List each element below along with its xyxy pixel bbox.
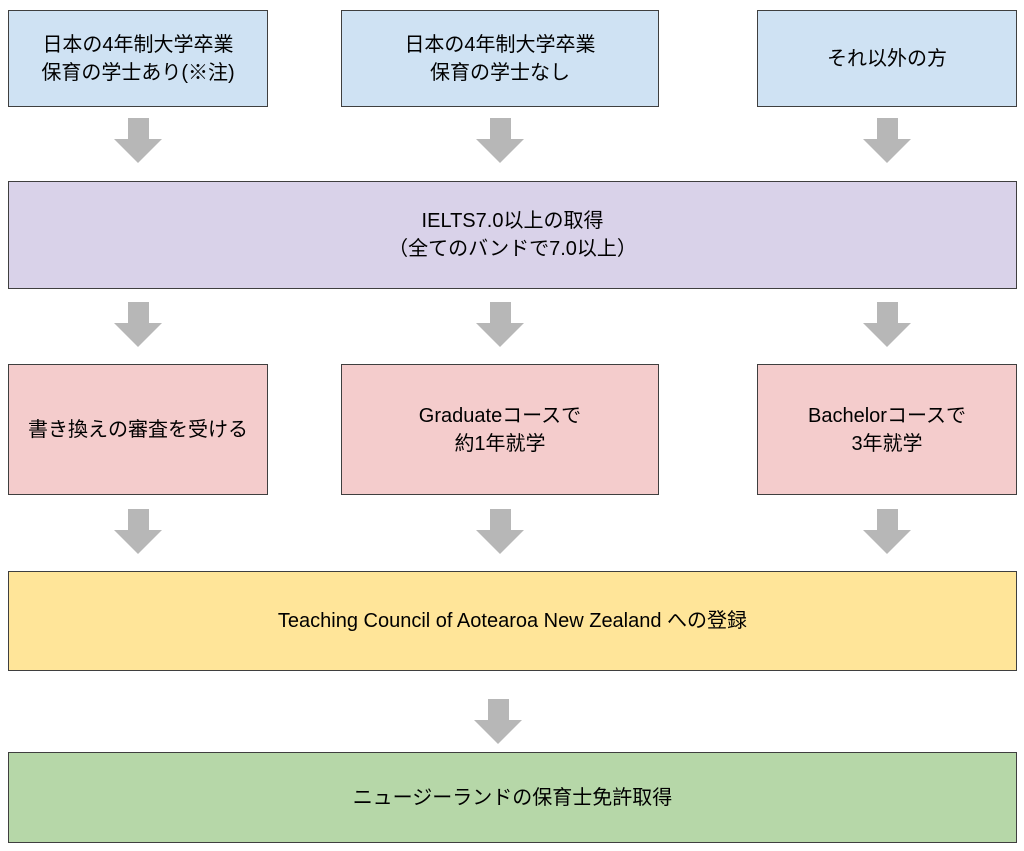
arrow-head: [476, 530, 524, 554]
node-text-line: 日本の4年制大学卒業: [42, 33, 234, 56]
node-text-line: 約1年就学: [454, 432, 546, 455]
node-text-line: Teaching Council of Aotearoa New Zealand…: [277, 610, 748, 632]
node-text-line: 保育の学士なし: [430, 61, 570, 84]
node-path-bachelor-course: Bachelorコースで 3年就学: [757, 364, 1017, 495]
down-arrow-icon: [476, 509, 524, 554]
arrow-head: [863, 530, 911, 554]
node-text-line: Bachelorコースで: [808, 404, 966, 427]
arrow-head: [863, 139, 911, 163]
node-text-line: Graduateコースで: [418, 404, 582, 427]
arrow-stem: [489, 509, 511, 530]
node-teaching-council-registration: Teaching Council of Aotearoa New Zealand…: [8, 571, 1017, 671]
node-text-line: IELTS7.0以上の取得: [421, 210, 604, 232]
arrow-stem: [127, 118, 149, 139]
arrow-head: [476, 323, 524, 347]
arrow-stem: [876, 118, 898, 139]
node-text-line: 日本の4年制大学卒業: [404, 33, 596, 56]
node-text-line: （全てのバンドで7.0以上）: [388, 238, 637, 260]
down-arrow-icon: [863, 118, 911, 163]
node-nz-license-obtained: ニュージーランドの保育士免許取得: [8, 752, 1017, 843]
node-text-line: それ以外の方: [827, 47, 947, 70]
arrow-stem: [876, 302, 898, 323]
node-source-everyone-else: それ以外の方: [757, 10, 1017, 107]
arrow-head: [863, 323, 911, 347]
node-path-graduate-course: Graduateコースで 約1年就学: [341, 364, 659, 495]
down-arrow-icon: [476, 118, 524, 163]
node-ielts-requirement: IELTS7.0以上の取得 （全てのバンドで7.0以上）: [8, 181, 1017, 289]
arrow-stem: [127, 509, 149, 530]
node-source-japan-degree-with-childcare: 日本の4年制大学卒業 保育の学士あり(※注): [8, 10, 268, 107]
down-arrow-icon: [476, 302, 524, 347]
down-arrow-icon: [114, 118, 162, 163]
arrow-stem: [487, 699, 509, 720]
down-arrow-icon: [114, 509, 162, 554]
node-text-line: 3年就学: [851, 432, 923, 455]
node-text-line: 書き換えの審査を受ける: [28, 418, 248, 441]
arrow-head: [114, 139, 162, 163]
arrow-stem: [489, 302, 511, 323]
arrow-stem: [127, 302, 149, 323]
node-source-japan-degree-no-childcare: 日本の4年制大学卒業 保育の学士なし: [341, 10, 659, 107]
down-arrow-icon: [474, 699, 522, 744]
arrow-head: [114, 323, 162, 347]
arrow-head: [476, 139, 524, 163]
arrow-head: [114, 530, 162, 554]
arrow-stem: [489, 118, 511, 139]
node-text-line: 保育の学士あり(※注): [41, 61, 235, 84]
down-arrow-icon: [114, 302, 162, 347]
down-arrow-icon: [863, 302, 911, 347]
down-arrow-icon: [863, 509, 911, 554]
arrow-head: [474, 720, 522, 744]
arrow-stem: [876, 509, 898, 530]
node-text-line: ニュージーランドの保育士免許取得: [352, 786, 673, 809]
node-path-transfer-review: 書き換えの審査を受ける: [8, 364, 268, 495]
